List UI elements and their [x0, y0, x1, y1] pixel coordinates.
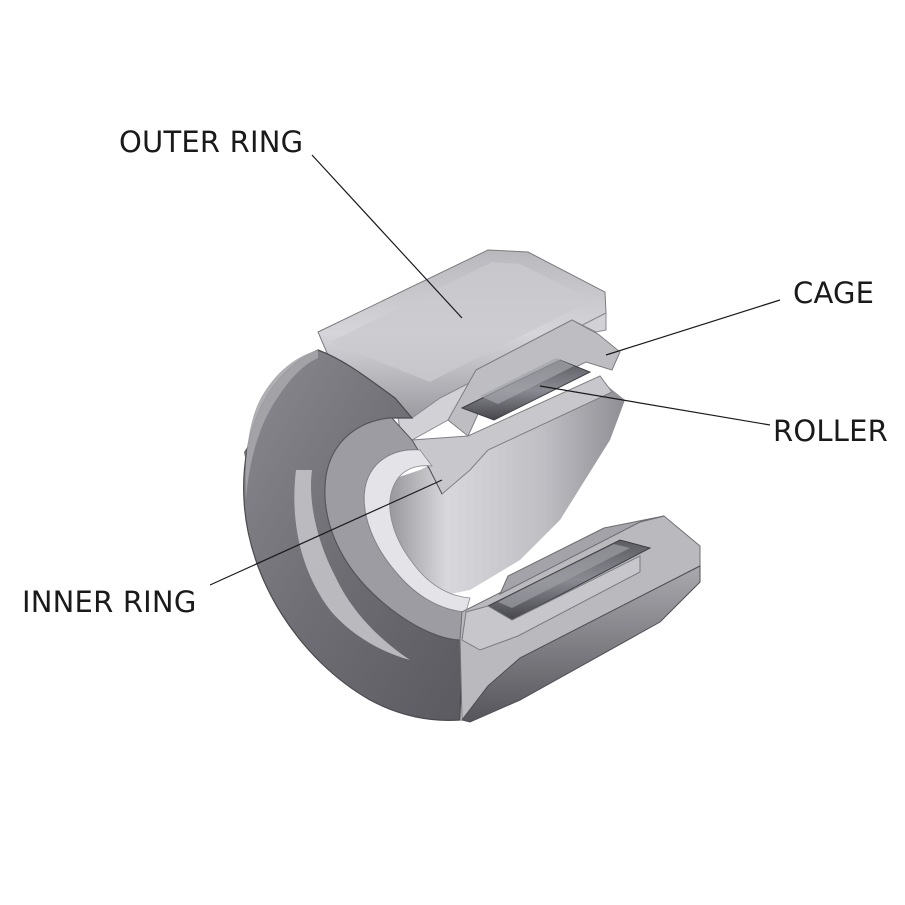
inner-ring-leader	[209, 479, 443, 586]
bearing-body	[243, 249, 701, 723]
inner-ring-label: INNER RING	[22, 585, 197, 619]
outer-ring-bottom-side	[461, 565, 701, 723]
outer-ring-label: OUTER RING	[119, 125, 303, 159]
outer-ring-leader	[311, 154, 463, 319]
cage-bottom-section	[498, 515, 665, 596]
outer-ring-top-highlight	[330, 262, 592, 382]
roller-leader	[539, 385, 771, 426]
outer-ring-rim	[245, 350, 318, 500]
roller-bottom-shine	[498, 544, 630, 608]
cage-leader	[605, 299, 781, 356]
cage-label: CAGE	[793, 276, 874, 310]
leader-lines	[209, 154, 781, 586]
roller-top-shine	[480, 358, 574, 404]
roller-label: ROLLER	[773, 414, 888, 448]
inner-ring-bottom-section	[461, 555, 641, 651]
inner-ring-chamfer	[294, 470, 410, 660]
bore-interior	[350, 380, 625, 600]
